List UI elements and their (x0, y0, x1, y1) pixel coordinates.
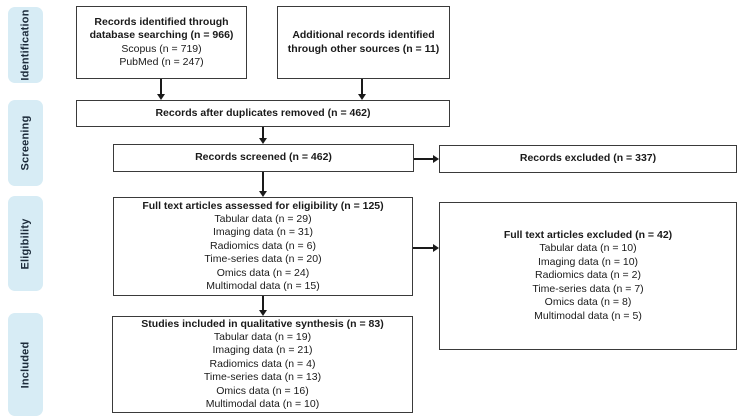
box-records-screened: Records screened (n = 462) (113, 144, 414, 172)
box-title: Additional records identified through ot… (287, 29, 440, 55)
box-title: Records screened (n = 462) (195, 151, 332, 164)
box-lines: Tabular data (n = 29)Imaging data (n = 3… (204, 213, 321, 293)
box-title: Records excluded (n = 337) (519, 152, 657, 165)
box-line: Time-series data (n = 7) (532, 282, 644, 295)
box-fulltext-assessed: Full text articles assessed for eligibil… (113, 197, 413, 296)
box-title: Full text articles assessed for eligibil… (142, 199, 384, 212)
flow-arrowhead (259, 138, 267, 144)
stage-label-text: Eligibility (19, 217, 32, 270)
box-line: Multimodal data (n = 15) (206, 280, 320, 293)
box-lines: Tabular data (n = 19)Imaging data (n = 2… (204, 331, 321, 411)
box-line: Tabular data (n = 29) (214, 212, 312, 225)
box-lines: Tabular data (n = 10)Imaging data (n = 1… (532, 242, 643, 322)
box-line: PubMed (n = 247) (119, 55, 204, 68)
flow-arrow-line (262, 172, 264, 192)
box-studies-included: Studies included in qualitative synthesi… (112, 316, 413, 413)
box-line: Omics data (n = 16) (216, 384, 309, 397)
box-line: Imaging data (n = 31) (212, 226, 314, 239)
box-additional-records: Additional records identified through ot… (277, 6, 450, 79)
stage-label-screening: Screening (8, 100, 43, 186)
box-lines: Scopus (n = 719)PubMed (n = 247) (119, 43, 203, 70)
box-line: Omics data (n = 8) (544, 296, 632, 309)
stage-label-eligibility: Eligibility (8, 196, 43, 291)
box-title: Records identified through database sear… (89, 15, 234, 42)
box-records-identified: Records identified through database sear… (76, 6, 247, 79)
box-title: Records after duplicates removed (n = 46… (155, 106, 371, 119)
flow-arrowhead (259, 191, 267, 197)
box-line: Radiomics data (n = 6) (210, 239, 316, 252)
box-line: Imaging data (n = 10) (537, 255, 639, 268)
box-line: Scopus (n = 719) (121, 42, 202, 55)
box-line: Radiomics data (n = 4) (209, 357, 316, 370)
flow-arrow-line (262, 296, 264, 311)
flow-arrow-line (361, 79, 363, 95)
box-line: Tabular data (n = 10) (539, 242, 637, 255)
stage-label-text: Identification (19, 9, 32, 81)
box-line: Time-series data (n = 13) (203, 371, 322, 384)
flow-arrowhead (433, 244, 439, 252)
flow-arrow-line (413, 247, 434, 249)
box-line: Tabular data (n = 19) (213, 330, 312, 343)
flow-arrow-line (262, 127, 264, 139)
flow-arrowhead (259, 310, 267, 316)
flow-arrowhead (358, 94, 366, 100)
stage-label-identification: Identification (8, 7, 43, 83)
box-fulltext-excluded: Full text articles excluded (n = 42) Tab… (439, 202, 737, 350)
box-title: Studies included in qualitative synthesi… (141, 317, 384, 330)
box-line: Multimodal data (n = 10) (205, 398, 320, 411)
stage-label-text: Screening (19, 115, 32, 171)
box-records-excluded: Records excluded (n = 337) (439, 145, 737, 173)
stage-label-included: Included (8, 313, 43, 416)
flow-arrow-line (414, 158, 434, 160)
box-duplicates-removed: Records after duplicates removed (n = 46… (76, 100, 450, 127)
box-line: Radiomics data (n = 2) (535, 269, 641, 282)
stage-label-text: Included (19, 341, 32, 388)
flow-arrowhead (433, 155, 439, 163)
flow-arrow-line (160, 79, 162, 95)
box-line: Omics data (n = 24) (216, 266, 310, 279)
box-title: Full text articles excluded (n = 42) (503, 229, 673, 242)
box-line: Multimodal data (n = 5) (534, 309, 642, 322)
flow-arrowhead (157, 94, 165, 100)
box-line: Time-series data (n = 20) (204, 253, 322, 266)
box-line: Imaging data (n = 21) (212, 344, 313, 357)
